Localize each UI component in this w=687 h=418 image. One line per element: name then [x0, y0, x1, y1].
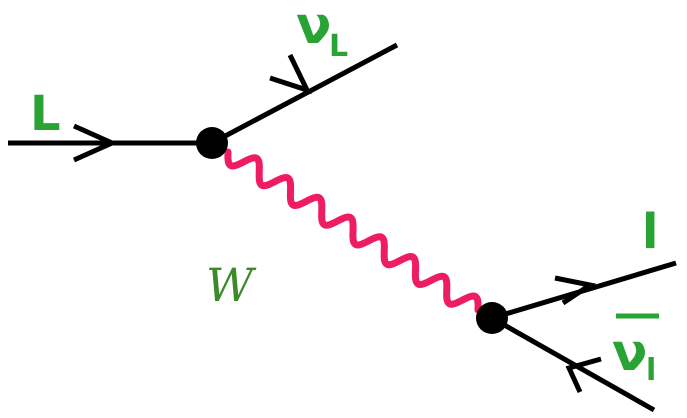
incoming-lepton-arrow-icon [72, 123, 119, 163]
outgoing-lepton-label: l [642, 204, 658, 260]
antineutrino-line [490, 315, 656, 413]
outgoing-neutrino-arrow-icon [269, 53, 312, 95]
outgoing-neutrino-subscript: L [329, 29, 348, 64]
antineutrino-symbol: ν [612, 323, 647, 383]
antineutrino-label: ν l [612, 313, 659, 388]
w-boson-wavy-line [224, 148, 482, 314]
outgoing-neutrino-label: ν L [296, 0, 348, 64]
incoming-lepton-label: L [30, 86, 61, 142]
w-boson-label: W [206, 258, 257, 312]
outgoing-neutrino-symbol: ν [296, 0, 331, 56]
outgoing-lepton-arrow-icon [554, 275, 597, 306]
lower-vertex-icon [476, 302, 508, 334]
upper-vertex-icon [196, 127, 228, 159]
outgoing-neutrino-line [210, 42, 399, 146]
antineutrino-subscript: l [646, 353, 656, 388]
antineutrino-arrow-icon [565, 356, 602, 394]
